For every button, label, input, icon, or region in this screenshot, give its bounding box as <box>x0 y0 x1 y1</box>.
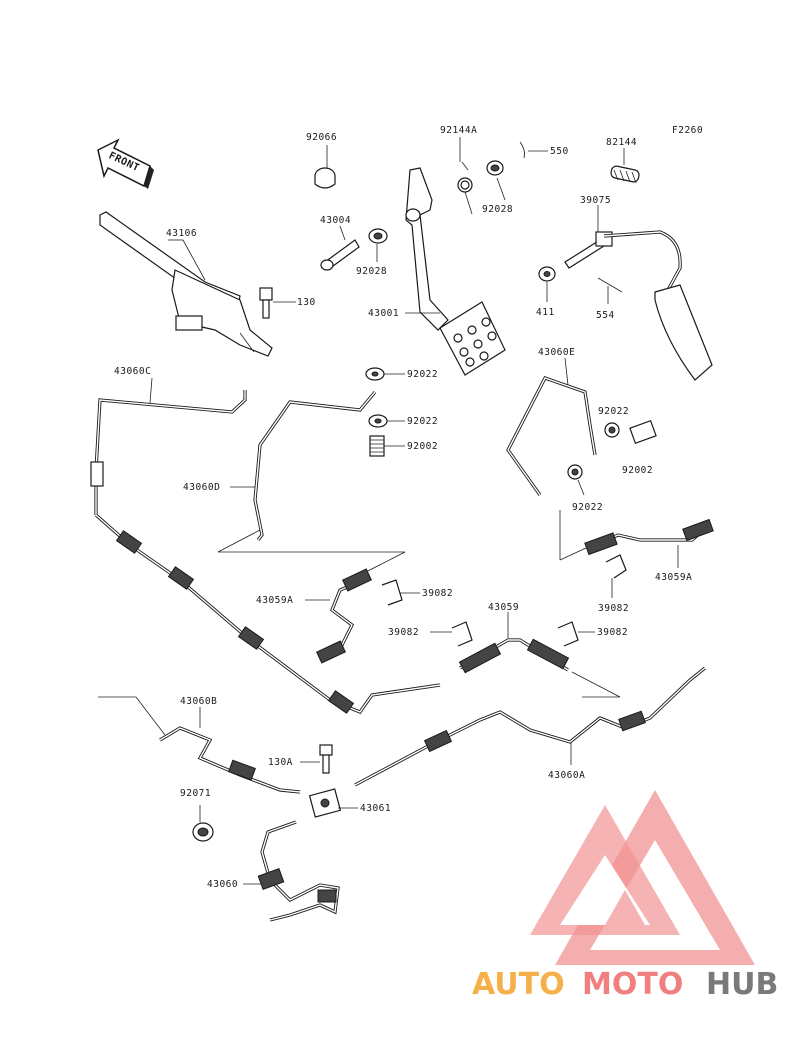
label-39082-d: 39082 <box>598 603 629 614</box>
label-43060: 43060 <box>207 879 238 890</box>
watermark-logo <box>530 790 755 965</box>
bush-92028-left <box>368 228 388 244</box>
brake-hose-43059a-right <box>584 518 714 556</box>
washer-92022-b <box>368 414 388 428</box>
diagram-code: F2260 <box>672 125 703 136</box>
label-39082-a: 39082 <box>422 588 453 599</box>
label-130a: 130A <box>268 757 293 768</box>
label-43060a: 43060A <box>548 770 585 781</box>
front-arrow-icon <box>97 138 154 189</box>
label-92022-a: 92022 <box>407 369 438 380</box>
pin-554 <box>597 277 623 293</box>
label-43059a-left: 43059A <box>256 595 293 606</box>
label-43001: 43001 <box>368 308 399 319</box>
label-43060b: 43060B <box>180 696 217 707</box>
label-92022-b: 92022 <box>407 416 438 427</box>
bolt-130a <box>319 744 333 774</box>
label-411: 411 <box>536 307 555 318</box>
label-92002-a: 92002 <box>407 441 438 452</box>
label-43059a-right: 43059A <box>655 572 692 583</box>
label-92022-d: 92022 <box>572 502 603 513</box>
label-82144: 82144 <box>606 137 637 148</box>
parking-lever-43106 <box>99 211 273 357</box>
spring-92144a <box>457 161 473 215</box>
label-92066: 92066 <box>306 132 337 143</box>
washer-92022-c <box>604 422 620 438</box>
label-92022-c: 92022 <box>598 406 629 417</box>
washer-92022-d <box>567 464 583 480</box>
label-92028-left: 92028 <box>356 266 387 277</box>
joint-43061 <box>308 788 342 818</box>
brake-hose-43059a-left <box>316 568 372 664</box>
pivot-pin-43004 <box>320 239 360 271</box>
label-39075: 39075 <box>580 195 611 206</box>
label-43060d: 43060D <box>183 482 220 493</box>
label-550: 550 <box>550 146 569 157</box>
label-92071: 92071 <box>180 788 211 799</box>
watermark-moto: MOTO <box>582 967 683 1002</box>
bush-92028-top <box>486 160 504 176</box>
label-43060c: 43060C <box>114 366 151 377</box>
bleeder-92002-a <box>369 435 385 457</box>
washer-411 <box>538 266 556 282</box>
parking-cable <box>94 513 441 714</box>
nut-92071 <box>192 822 214 842</box>
label-39082-b: 39082 <box>388 627 419 638</box>
label-92028-top: 92028 <box>482 204 513 215</box>
label-43060e: 43060E <box>538 347 575 358</box>
label-43004: 43004 <box>320 215 351 226</box>
brake-hose-43059 <box>458 638 570 674</box>
brake-tube-43060d <box>253 390 377 541</box>
brake-tube-43060a <box>354 666 706 787</box>
label-554: 554 <box>596 310 615 321</box>
brake-tube-43060e <box>506 376 597 496</box>
bolt-130 <box>259 287 273 319</box>
label-130: 130 <box>297 297 316 308</box>
brake-tube-43060b <box>159 726 301 794</box>
watermark-hub: HUB <box>706 967 778 1002</box>
brake-tube-43060c <box>90 390 247 515</box>
label-43061: 43061 <box>360 803 391 814</box>
washer-92022-a <box>365 367 385 381</box>
clip-39082-a <box>381 579 403 606</box>
brake-pedal-43001 <box>405 167 506 376</box>
label-92144a: 92144A <box>440 125 477 136</box>
cotter-pin-550 <box>519 141 525 159</box>
watermark-auto: AUTO <box>472 967 565 1002</box>
clip-39082-b <box>451 621 473 647</box>
brake-tube-43060 <box>257 820 340 922</box>
pedal-bracket-39075 <box>564 230 713 381</box>
spring-82144 <box>610 165 640 184</box>
label-92002-b: 92002 <box>622 465 653 476</box>
cap-92066 <box>314 167 336 189</box>
label-39082-c: 39082 <box>597 627 628 638</box>
bleeder-92002-b <box>629 419 657 445</box>
clip-39082-c <box>557 621 579 647</box>
label-43106: 43106 <box>166 228 197 239</box>
label-43059: 43059 <box>488 602 519 613</box>
clip-39082-right <box>605 554 627 579</box>
